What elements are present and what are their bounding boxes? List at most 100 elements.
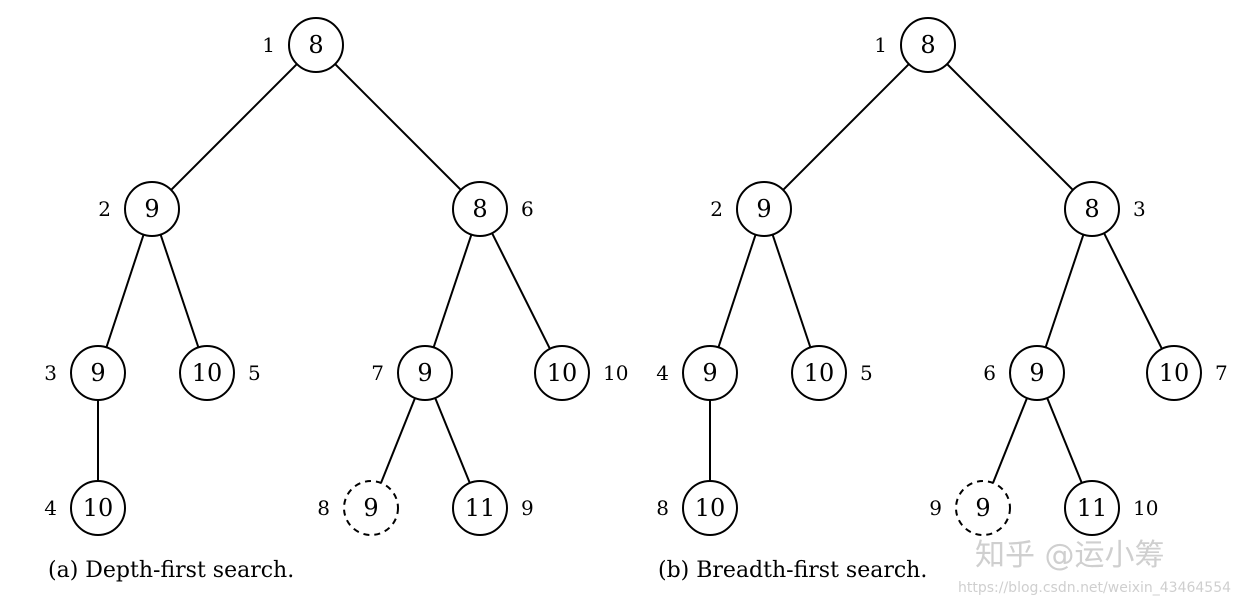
node-value: 9 [363, 494, 378, 522]
visit-order-label: 2 [98, 197, 111, 221]
tree-edge [946, 63, 1074, 191]
tree-edge [1046, 397, 1083, 484]
node-circle [1009, 345, 1065, 401]
edges-layer [97, 63, 1163, 484]
node-value: 9 [702, 359, 717, 387]
node-value: 10 [1159, 359, 1190, 387]
tree-node: 11 [452, 480, 508, 536]
tree-edge [491, 232, 551, 350]
node-circle [343, 480, 399, 536]
visit-order-label: 1 [262, 33, 275, 57]
watermark-url: https://blog.csdn.net/weixin_43464554 [958, 580, 1231, 596]
visit-order-label: 7 [1215, 361, 1228, 385]
tree-edge [1103, 232, 1163, 350]
node-value: 10 [192, 359, 223, 387]
node-circle [955, 480, 1011, 536]
tree-edge [1044, 234, 1085, 348]
tree-edge [992, 397, 1028, 484]
node-value: 11 [465, 494, 496, 522]
tree-node: 10 [70, 480, 126, 536]
node-value: 10 [547, 359, 578, 387]
visit-order-label: 3 [1133, 197, 1146, 221]
visit-order-labels: 1 2 6 3 5 7 10 4 8 9 1 2 3 4 5 6 7 8 9 10 [44, 33, 1227, 520]
visit-order-label: 10 [1133, 496, 1158, 520]
tree-node-dashed: 9 [343, 480, 399, 536]
tree-node: 10 [791, 345, 847, 401]
node-circle [682, 345, 738, 401]
node-value: 11 [1077, 494, 1108, 522]
tree-edge [159, 234, 200, 348]
visit-order-label: 4 [44, 496, 57, 520]
tree-edge [434, 397, 471, 484]
visit-order-label: 7 [371, 361, 384, 385]
tree-node: 11 [1064, 480, 1120, 536]
tree-node: 9 [682, 345, 738, 401]
visit-order-label: 10 [603, 361, 628, 385]
tree-node: 8 [452, 181, 508, 237]
node-value: 8 [920, 31, 935, 59]
tree-node: 9 [124, 181, 180, 237]
node-value: 9 [756, 195, 771, 223]
tree-edge [380, 397, 416, 484]
tree-edge [170, 63, 298, 191]
node-value: 9 [144, 195, 159, 223]
visit-order-label: 6 [521, 197, 534, 221]
visit-order-label: 9 [521, 496, 534, 520]
tree-node: 9 [736, 181, 792, 237]
node-circle [682, 480, 738, 536]
node-value: 9 [417, 359, 432, 387]
node-circle [736, 181, 792, 237]
node-value: 10 [804, 359, 835, 387]
caption-bfs: (b) Breadth-first search. [658, 558, 927, 583]
node-value: 10 [83, 494, 114, 522]
node-circle [179, 345, 235, 401]
node-value: 10 [695, 494, 726, 522]
node-circle [452, 480, 508, 536]
node-value: 8 [1084, 195, 1099, 223]
watermark-logo: 知乎 @运小筹 [975, 538, 1165, 573]
visit-order-label: 1 [874, 33, 887, 57]
node-circle [397, 345, 453, 401]
node-circle [534, 345, 590, 401]
node-circle [1146, 345, 1202, 401]
visit-order-label: 9 [929, 496, 942, 520]
tree-edge [334, 63, 462, 191]
node-circle [124, 181, 180, 237]
tree-node: 10 [534, 345, 590, 401]
tree-node: 9 [70, 345, 126, 401]
node-value: 8 [472, 195, 487, 223]
tree-node: 9 [1009, 345, 1065, 401]
node-circle [288, 17, 344, 73]
tree-node: 10 [1146, 345, 1202, 401]
node-circle [1064, 480, 1120, 536]
visit-order-label: 5 [248, 361, 261, 385]
node-circle [70, 345, 126, 401]
visit-order-label: 4 [656, 361, 669, 385]
visit-order-label: 6 [983, 361, 996, 385]
node-circle [452, 181, 508, 237]
tree-edge [782, 63, 910, 191]
tree-node: 8 [900, 17, 956, 73]
node-value: 9 [975, 494, 990, 522]
tree-edge [717, 234, 757, 348]
tree-node: 9 [397, 345, 453, 401]
visit-order-label: 5 [860, 361, 873, 385]
node-circle [1064, 181, 1120, 237]
node-value: 9 [90, 359, 105, 387]
tree-node: 10 [179, 345, 235, 401]
tree-node-dashed: 9 [955, 480, 1011, 536]
tree-edge [432, 234, 473, 348]
node-value: 9 [1029, 359, 1044, 387]
visit-order-label: 3 [44, 361, 57, 385]
node-circle [70, 480, 126, 536]
tree-node: 8 [1064, 181, 1120, 237]
node-value: 8 [308, 31, 323, 59]
visit-order-label: 2 [710, 197, 723, 221]
tree-node: 8 [288, 17, 344, 73]
caption-dfs: (a) Depth-first search. [48, 558, 294, 583]
tree-edge [105, 234, 145, 348]
visit-order-label: 8 [317, 496, 330, 520]
node-circle [900, 17, 956, 73]
